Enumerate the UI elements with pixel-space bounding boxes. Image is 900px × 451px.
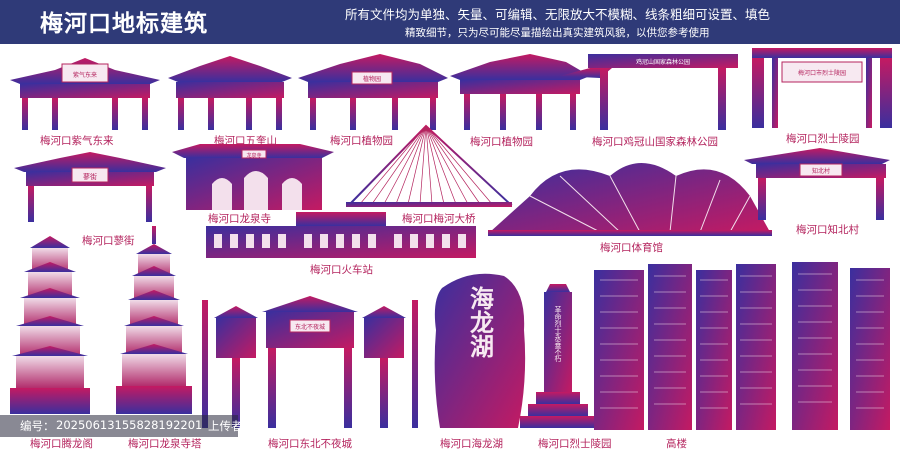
label-hailong-lake: 梅河口海龙湖 (440, 438, 503, 450)
sign-botanical: 植物园 (363, 75, 381, 83)
longquan-temple (172, 144, 334, 210)
sign-zhibeicun: 知北村 (812, 167, 830, 175)
label-ziqidonglai: 梅河口紫气东来 (40, 135, 114, 147)
landmark-illustrations: 紫气东来 植物园 鸡冠山国家森林公园 梅河口市烈士陵园 蓼街 知北村 龙泉寺 东… (10, 48, 892, 430)
label-gymnasium: 梅河口体育馆 (600, 242, 663, 254)
label-martyrs-monument: 梅河口烈士陵园 (538, 438, 612, 450)
sign-temple: 龙泉寺 (246, 152, 261, 159)
label-longquan-pagoda: 梅河口龙泉寺塔 (128, 438, 202, 450)
gate-zhibeicun (744, 148, 890, 220)
label-jiguanshan: 梅河口鸡冠山国家森林公园 (592, 136, 718, 148)
sign-liaojie: 蓼街 (83, 172, 97, 181)
rock-inscription: 海龙湖 (466, 285, 495, 359)
tenglong-pavilion (10, 236, 90, 414)
label-martyrs-cemetery: 梅河口烈士陵园 (786, 133, 860, 145)
label-botanical-1: 梅河口植物园 (330, 135, 393, 147)
label-meihe-bridge: 梅河口梅河大桥 (402, 213, 476, 225)
label-high-rise: 高楼 (666, 438, 687, 450)
gate-botanical-1 (298, 54, 448, 130)
sign-buyecheng: 东北不夜城 (295, 323, 325, 331)
railway-station (206, 212, 476, 258)
page-title: 梅河口地标建筑 (40, 11, 208, 37)
martyrs-monument (520, 284, 596, 428)
label-longquan-temple: 梅河口龙泉寺 (208, 213, 271, 225)
label-zhibeicun: 梅河口知北村 (796, 224, 859, 236)
label-buyecheng: 梅河口东北不夜城 (268, 438, 352, 450)
gate-martyrs-cemetery (752, 48, 892, 128)
label-botanical-2: 梅河口植物园 (470, 136, 533, 148)
watermark-uploader-label: 上传者ID： (208, 419, 267, 433)
gate-ziqidonglai (10, 58, 160, 130)
label-tenglong-pavilion: 梅河口腾龙阁 (30, 438, 93, 450)
watermark-id-value: 20250613155828192201 (56, 418, 203, 432)
detail-note: 精致细节，只为尽可能尽量描绘出真实建筑风貌，以供您参考使用 (405, 27, 710, 39)
high-rise-buildings (594, 262, 890, 430)
label-railway-station: 梅河口火车站 (310, 264, 373, 276)
gymnasium (488, 163, 772, 236)
label-wukuishan: 梅河口五奎山 (214, 135, 277, 147)
sign-texts: 紫气东来 植物园 鸡冠山国家森林公园 梅河口市烈士陵园 蓼街 知北村 龙泉寺 东… (73, 58, 846, 331)
label-liaojie: 梅河口蓼街 (82, 235, 135, 247)
feature-note: 所有文件均为单独、矢量、可编辑、无限放大不模糊、线条粗细可设置、填色 (345, 7, 771, 22)
gate-liaojie (14, 152, 166, 222)
sign-jiguanshan: 鸡冠山国家森林公园 (636, 58, 690, 66)
meihe-bridge (346, 124, 513, 207)
hailong-lake-stone (434, 273, 526, 428)
sign-martyrs-gate: 梅河口市烈士陵园 (798, 69, 846, 77)
gate-dongbei-buyecheng (202, 296, 418, 428)
sign-ziqidonglai: 紫气东来 (73, 71, 97, 79)
watermark-id-label: 编号： (20, 419, 55, 433)
gate-jiguanshan (560, 54, 738, 130)
gate-botanical-2 (450, 54, 590, 130)
watermark-uploader-value: 747230 (286, 418, 330, 432)
gate-wukuishan (168, 56, 292, 130)
longquan-pagoda (116, 226, 192, 414)
monument-inscription: 革命烈士永垂不朽 (554, 305, 562, 363)
header-bar (0, 0, 900, 44)
watermark-strip (0, 415, 238, 437)
